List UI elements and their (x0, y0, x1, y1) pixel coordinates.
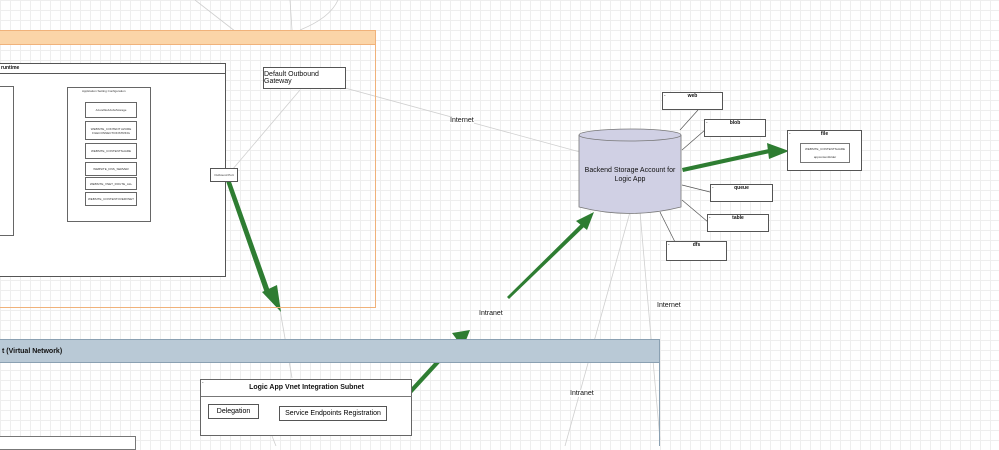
file-share-folder: appcontentfolder (813, 155, 837, 159)
connector-top-left (194, 0, 241, 36)
outbound-port-node[interactable]: Outbound Port (210, 168, 238, 182)
green-arrow-head-4 (767, 143, 789, 159)
service-dfs-label: dfs (692, 242, 701, 248)
setting-item-0: AzureWebJobsStorage (85, 102, 137, 118)
settings-panel: Application Setting Configuration AzureW… (67, 87, 151, 222)
service-file-corner: ⌐ (789, 131, 791, 135)
service-web-corner: ⌐ (664, 93, 666, 97)
service-table-label: table (732, 215, 744, 221)
edge-label-internet-right: Internet (657, 302, 681, 309)
connector-storage-internet (639, 211, 661, 441)
setting-item-1: WEBSITE_CONTENT AZURE FILECONNECTIONSTRI… (85, 121, 137, 140)
vnet-title: t (Virtual Network) (2, 347, 63, 355)
runtime-title: runtime (1, 65, 20, 71)
edge-label-internet-top: Internet (450, 117, 474, 124)
service-blob-corner: ⌐ (706, 120, 708, 124)
service-file-label: file (820, 131, 829, 137)
subnet-corner: ⌐ (202, 380, 204, 384)
bottom-left-panel (0, 436, 136, 450)
edge-label-intranet-mid: Intranet (479, 310, 503, 317)
connector-gateway-outbound (231, 89, 301, 171)
service-web[interactable]: ⌐ web (662, 92, 723, 110)
connector-top-mid (289, 0, 293, 31)
vnet-body (659, 362, 660, 446)
connector-top-arc (299, 0, 339, 31)
edge-label-intranet-bottom: Intranet (570, 390, 594, 397)
runtime-left-strip (0, 86, 14, 236)
service-dfs[interactable]: ⌐ dfs (666, 241, 727, 261)
runtime-title-divider (0, 73, 225, 74)
orange-container-header (0, 30, 376, 45)
setting-item-2: WEBSITE_CONTENTSHARE (85, 143, 137, 159)
service-queue-label: queue (734, 185, 749, 191)
service-queue[interactable]: ⌐ queue (710, 184, 773, 202)
connector-storage-intranet (564, 211, 631, 446)
file-share-name: WEBSITE_CONTENTSHARE (804, 147, 845, 151)
connector-bottom-left (271, 435, 277, 446)
service-file[interactable]: ⌐ file WEBSITE_CONTENTSHARE appcontentfo… (787, 130, 862, 171)
delegation-box[interactable]: Delegation (208, 404, 259, 419)
service-queue-corner: ⌐ (712, 185, 714, 189)
setting-item-5: WEBSITE_CONTENTOVERVNET (85, 192, 137, 206)
green-arrow-storage-file (682, 149, 770, 172)
green-arrow-intranet-storage (507, 223, 585, 299)
service-endpoints-box[interactable]: Service Endpoints Registration (279, 406, 387, 421)
setting-item-3: WEBSITE_DNS_SERVER (85, 162, 137, 176)
settings-panel-title: Application Setting Configuration (82, 89, 126, 93)
storage-label[interactable]: Backend Storage Account for Logic App (584, 167, 676, 183)
vnet-header: t (Virtual Network) (0, 339, 660, 363)
delegation-label: Delegation (216, 408, 251, 415)
service-dfs-corner: ⌐ (668, 242, 670, 246)
default-outbound-gateway[interactable]: Default Outbound Gateway (263, 67, 346, 89)
subnet-title-divider (201, 396, 412, 397)
connector-storage-web (679, 109, 699, 131)
green-arrow-head-3 (576, 212, 594, 230)
connector-storage-table (681, 199, 709, 223)
connector-storage-blob (681, 129, 706, 151)
setting-item-4: WEBSITE_VNET_ROUTE_ALL (85, 177, 137, 190)
gateway-label: Default Outbound Gateway (264, 71, 319, 85)
service-endpoints-label: Service Endpoints Registration (285, 410, 381, 417)
service-table[interactable]: ⌐ table (707, 214, 769, 232)
green-arrow-outbound-vnet (226, 179, 271, 296)
green-arrow-head-1 (262, 285, 281, 312)
service-blob[interactable]: ⌐ blob (704, 119, 766, 137)
file-share-box: WEBSITE_CONTENTSHARE appcontentfolder (800, 143, 850, 163)
connector-storage-queue (681, 184, 711, 193)
subnet-panel: ⌐ Logic App Vnet Integration Subnet Dele… (200, 379, 412, 436)
subnet-title: Logic App Vnet Integration Subnet (249, 384, 364, 391)
service-blob-label: blob (729, 120, 741, 126)
service-table-corner: ⌐ (709, 215, 711, 219)
service-web-label: web (687, 93, 698, 99)
connector-storage-dfs (659, 211, 677, 245)
